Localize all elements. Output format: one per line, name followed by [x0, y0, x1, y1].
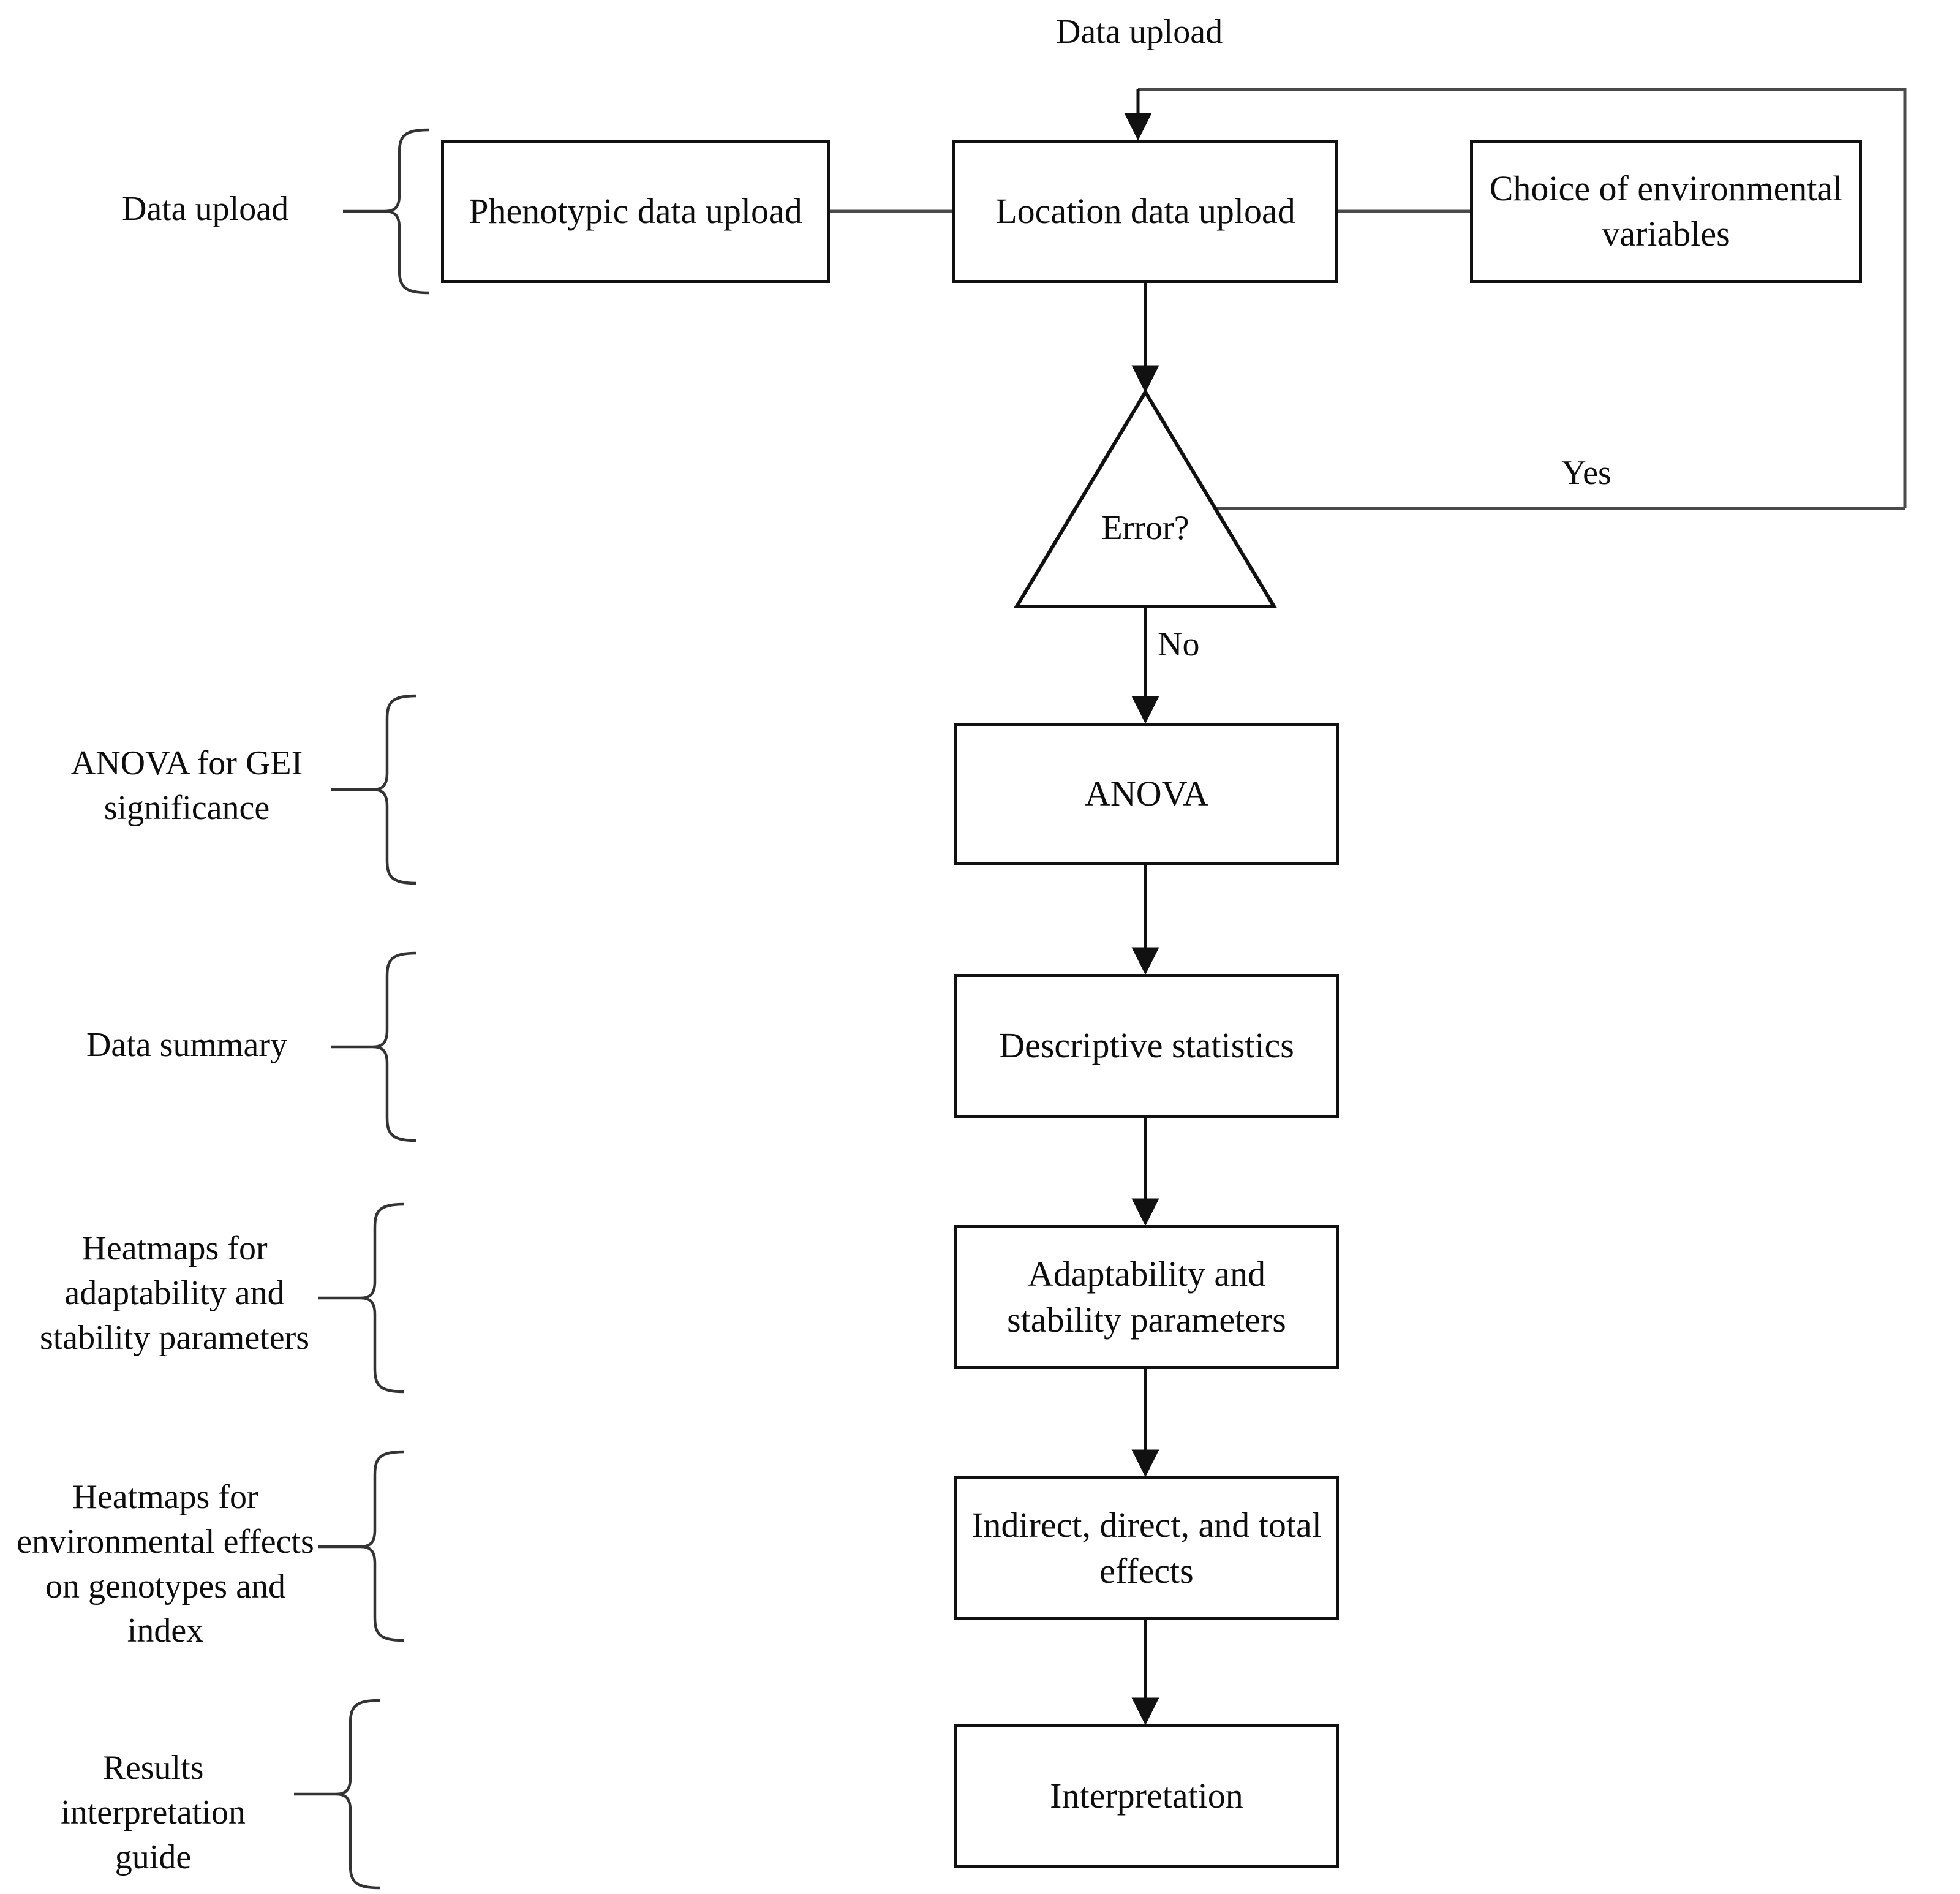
- brace-anova: [372, 694, 417, 885]
- section-label-data-summary: Data summary: [86, 1026, 288, 1064]
- brace-heatmap-stability: [360, 1202, 405, 1394]
- node-phenotypic-data-upload-label: Phenotypic data upload: [469, 191, 802, 231]
- node-anova[interactable]: ANOVA: [954, 723, 1339, 865]
- edge-label-yes: Yes: [1561, 454, 1611, 492]
- section-label-anova-gei: ANOVA for GEI significance: [70, 744, 303, 827]
- node-choice-of-environmental-variables[interactable]: Choice of environmental variables: [1470, 140, 1862, 283]
- node-descriptive-statistics-label: Descriptive statistics: [999, 1025, 1294, 1066]
- node-interpretation-label: Interpretation: [1050, 1776, 1243, 1816]
- node-indirect-direct-total-effects-label: Indirect, direct, and total effects: [971, 1505, 1322, 1591]
- section-label-heatmaps-stability: Heatmaps for adaptability and stability …: [39, 1229, 310, 1357]
- node-error-label: Error?: [1101, 509, 1189, 547]
- edge-label-no: No: [1158, 625, 1200, 663]
- section-label-results-guide: Results interpretation guide: [61, 1749, 246, 1876]
- section-label-data-upload: Data upload: [121, 190, 289, 228]
- node-anova-label: ANOVA: [1085, 773, 1208, 813]
- node-adaptability-and-stability-parameters-label: Adaptability and stability parameters: [1007, 1254, 1286, 1340]
- brace-data-summary: [372, 951, 417, 1142]
- brace-results-guide: [335, 1699, 380, 1890]
- node-location-data-upload[interactable]: Location data upload: [952, 140, 1338, 283]
- node-indirect-direct-total-effects[interactable]: Indirect, direct, and total effects: [954, 1476, 1339, 1620]
- brace-data-upload: [384, 128, 429, 295]
- node-phenotypic-data-upload[interactable]: Phenotypic data upload: [441, 140, 830, 283]
- node-location-data-upload-label: Location data upload: [995, 191, 1295, 231]
- brace-heatmap-env: [360, 1450, 405, 1642]
- section-label-heatmaps-environment: Heatmaps for environmental effects on ge…: [17, 1478, 314, 1650]
- node-descriptive-statistics[interactable]: Descriptive statistics: [954, 974, 1339, 1118]
- node-interpretation[interactable]: Interpretation: [954, 1724, 1339, 1868]
- node-choice-of-environmental-variables-label: Choice of environmental variables: [1489, 168, 1843, 254]
- edge-label-loop-top: Data upload: [1055, 13, 1223, 51]
- decision-triangle: [1013, 388, 1278, 608]
- node-adaptability-and-stability-parameters[interactable]: Adaptability and stability parameters: [954, 1225, 1339, 1369]
